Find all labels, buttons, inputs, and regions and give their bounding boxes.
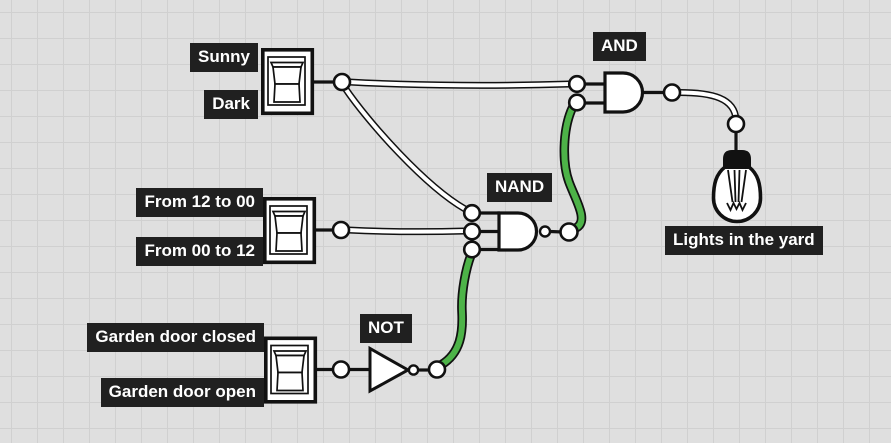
switch-sunny-label: Sunny — [190, 43, 258, 72]
not-gate-bubble — [407, 364, 420, 376]
wire-nand-to-and[interactable] — [559, 96, 587, 233]
node-and-output[interactable] — [662, 83, 682, 102]
wire-sunny-to-and[interactable] — [345, 78, 574, 89]
node-nand-input-bottom[interactable] — [462, 240, 482, 259]
switch-door-open-label: Garden door open — [100, 378, 264, 407]
node-nand-output[interactable] — [559, 222, 579, 242]
connection-nodes — [331, 72, 746, 379]
node-switch-door-output[interactable] — [331, 360, 351, 379]
wire-time-to-nand[interactable] — [344, 226, 469, 236]
node-nand-input-top[interactable] — [462, 203, 482, 223]
node-switch-sunny-output[interactable] — [332, 72, 352, 92]
node-and-input-bottom[interactable] — [567, 93, 587, 112]
bulb-cap — [723, 150, 751, 169]
node-nand-input-middle[interactable] — [462, 222, 482, 241]
switch-sunny-dark[interactable] — [260, 47, 315, 116]
wire-and-to-bulb[interactable] — [675, 89, 740, 124]
switch-from12to00-label: From 12 to 00 — [136, 188, 263, 217]
nand-gate[interactable] — [497, 211, 552, 252]
node-not-output[interactable] — [427, 360, 447, 379]
bulb-filament — [726, 169, 747, 213]
wire-sunny-to-nand[interactable] — [341, 84, 469, 213]
not-gate-label: NOT — [360, 314, 412, 343]
bulb-label: Lights in the yard — [665, 226, 823, 255]
node-and-input-top[interactable] — [567, 74, 587, 94]
switch-garden-door[interactable] — [263, 336, 318, 404]
bulb[interactable] — [711, 150, 763, 224]
switch-door-closed-label: Garden door closed — [87, 323, 264, 352]
node-switch-time-output[interactable] — [331, 220, 351, 240]
switch-from00to12-label: From 00 to 12 — [136, 237, 263, 266]
and-gate-label: AND — [593, 32, 646, 61]
and-gate[interactable] — [603, 71, 645, 114]
wire-not-to-nand[interactable] — [436, 250, 476, 370]
bulb-glass — [711, 165, 763, 224]
switch-dark-label: Dark — [204, 90, 258, 119]
switch-time[interactable] — [262, 196, 317, 265]
nand-gate-label: NAND — [487, 173, 553, 202]
not-gate[interactable] — [368, 345, 420, 394]
node-bulb-input[interactable] — [726, 114, 746, 134]
nand-gate-bubble — [538, 225, 552, 238]
